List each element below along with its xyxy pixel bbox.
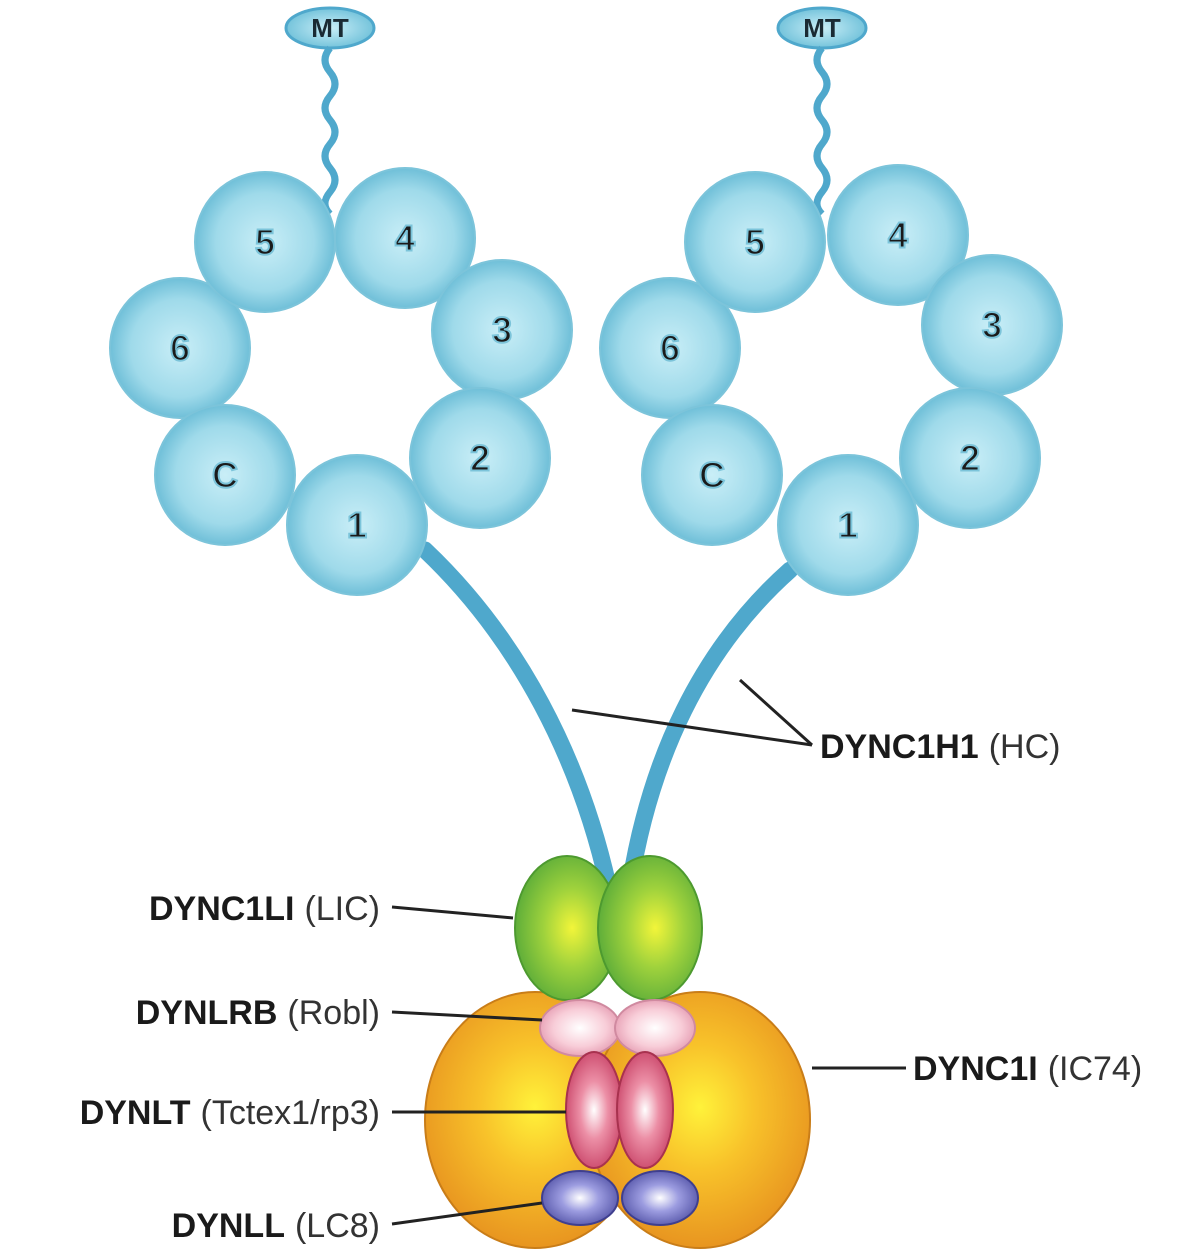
light-intermediate-chain <box>514 855 703 1001</box>
hc-leader-right <box>738 678 814 747</box>
svg-text:2: 2 <box>470 438 490 479</box>
left-microtubule-binding: MT <box>284 6 376 217</box>
svg-text:3: 3 <box>492 310 512 351</box>
right-domain-5: 5 <box>684 171 826 313</box>
svg-text:1: 1 <box>347 505 367 546</box>
label-light-intermediate-chain: DYNC1LI(LIC) <box>149 890 380 928</box>
right-domain-1: 1 <box>777 454 919 596</box>
robl-left <box>539 999 621 1057</box>
right-mt-stalk <box>813 45 831 217</box>
component-labels: DYNC1H1(HC) DYNC1LI(LIC) DYNLRB(Robl) DY… <box>80 728 1142 1245</box>
right-domain-2: 2 <box>899 387 1041 529</box>
right-domain-c: C <box>641 404 783 546</box>
lc8-left <box>541 1170 619 1226</box>
left-mt-label: MT <box>311 13 349 43</box>
svg-text:2: 2 <box>960 438 980 479</box>
right-mt-label: MT <box>803 13 841 43</box>
label-roadblock: DYNLRB(Robl) <box>136 994 380 1032</box>
left-domain-c: C <box>154 404 296 546</box>
label-tctex: DYNLT(Tctex1/rp3) <box>80 1094 380 1132</box>
left-domain-6: 6 <box>109 277 251 419</box>
left-mt-stalk <box>321 45 339 217</box>
left-domain-2: 2 <box>409 387 551 529</box>
right-microtubule-binding: MT <box>776 6 868 217</box>
roadblock-light-chains <box>539 999 696 1057</box>
svg-text:5: 5 <box>745 222 765 263</box>
right-domain-4: 4 <box>827 164 969 306</box>
svg-text:C: C <box>699 455 725 496</box>
svg-text:4: 4 <box>395 218 415 259</box>
tctex-right <box>616 1051 674 1169</box>
left-heavy-chain-stem <box>416 541 617 894</box>
leader-lines <box>391 678 906 1226</box>
tctex-left <box>565 1051 623 1169</box>
right-heavy-chain-stem <box>621 561 799 894</box>
left-domain-1: 1 <box>286 454 428 596</box>
lic-leader <box>391 905 514 920</box>
right-motor-ring: 6 C 5 4 3 2 1 <box>599 164 1063 596</box>
svg-text:5: 5 <box>255 222 275 263</box>
lc8-right <box>621 1170 699 1226</box>
tctex-light-chains <box>565 1051 674 1169</box>
svg-text:C: C <box>212 455 238 496</box>
lc8-leader <box>391 1201 543 1226</box>
left-domain-3: 3 <box>431 259 573 401</box>
label-lc8: DYNLL(LC8) <box>172 1207 380 1245</box>
label-heavy-chain: DYNC1H1(HC) <box>820 728 1060 766</box>
heavy-chain-stems <box>416 541 799 894</box>
right-domain-3: 3 <box>921 254 1063 396</box>
lic-right <box>597 855 703 1001</box>
svg-text:6: 6 <box>660 328 680 369</box>
right-domain-6: 6 <box>599 277 741 419</box>
hc-leader-left <box>571 708 813 747</box>
left-domain-5: 5 <box>194 171 336 313</box>
svg-text:3: 3 <box>982 305 1002 346</box>
lc8-light-chains <box>541 1170 699 1226</box>
left-motor-ring: 6 C 5 4 3 2 1 <box>109 167 573 596</box>
robl-leader <box>391 1010 543 1022</box>
robl-right <box>614 999 696 1057</box>
svg-text:4: 4 <box>888 215 908 256</box>
svg-text:6: 6 <box>170 328 190 369</box>
svg-text:1: 1 <box>838 505 858 546</box>
label-intermediate-chain: DYNC1I(IC74) <box>913 1050 1142 1088</box>
left-domain-4: 4 <box>334 167 476 309</box>
